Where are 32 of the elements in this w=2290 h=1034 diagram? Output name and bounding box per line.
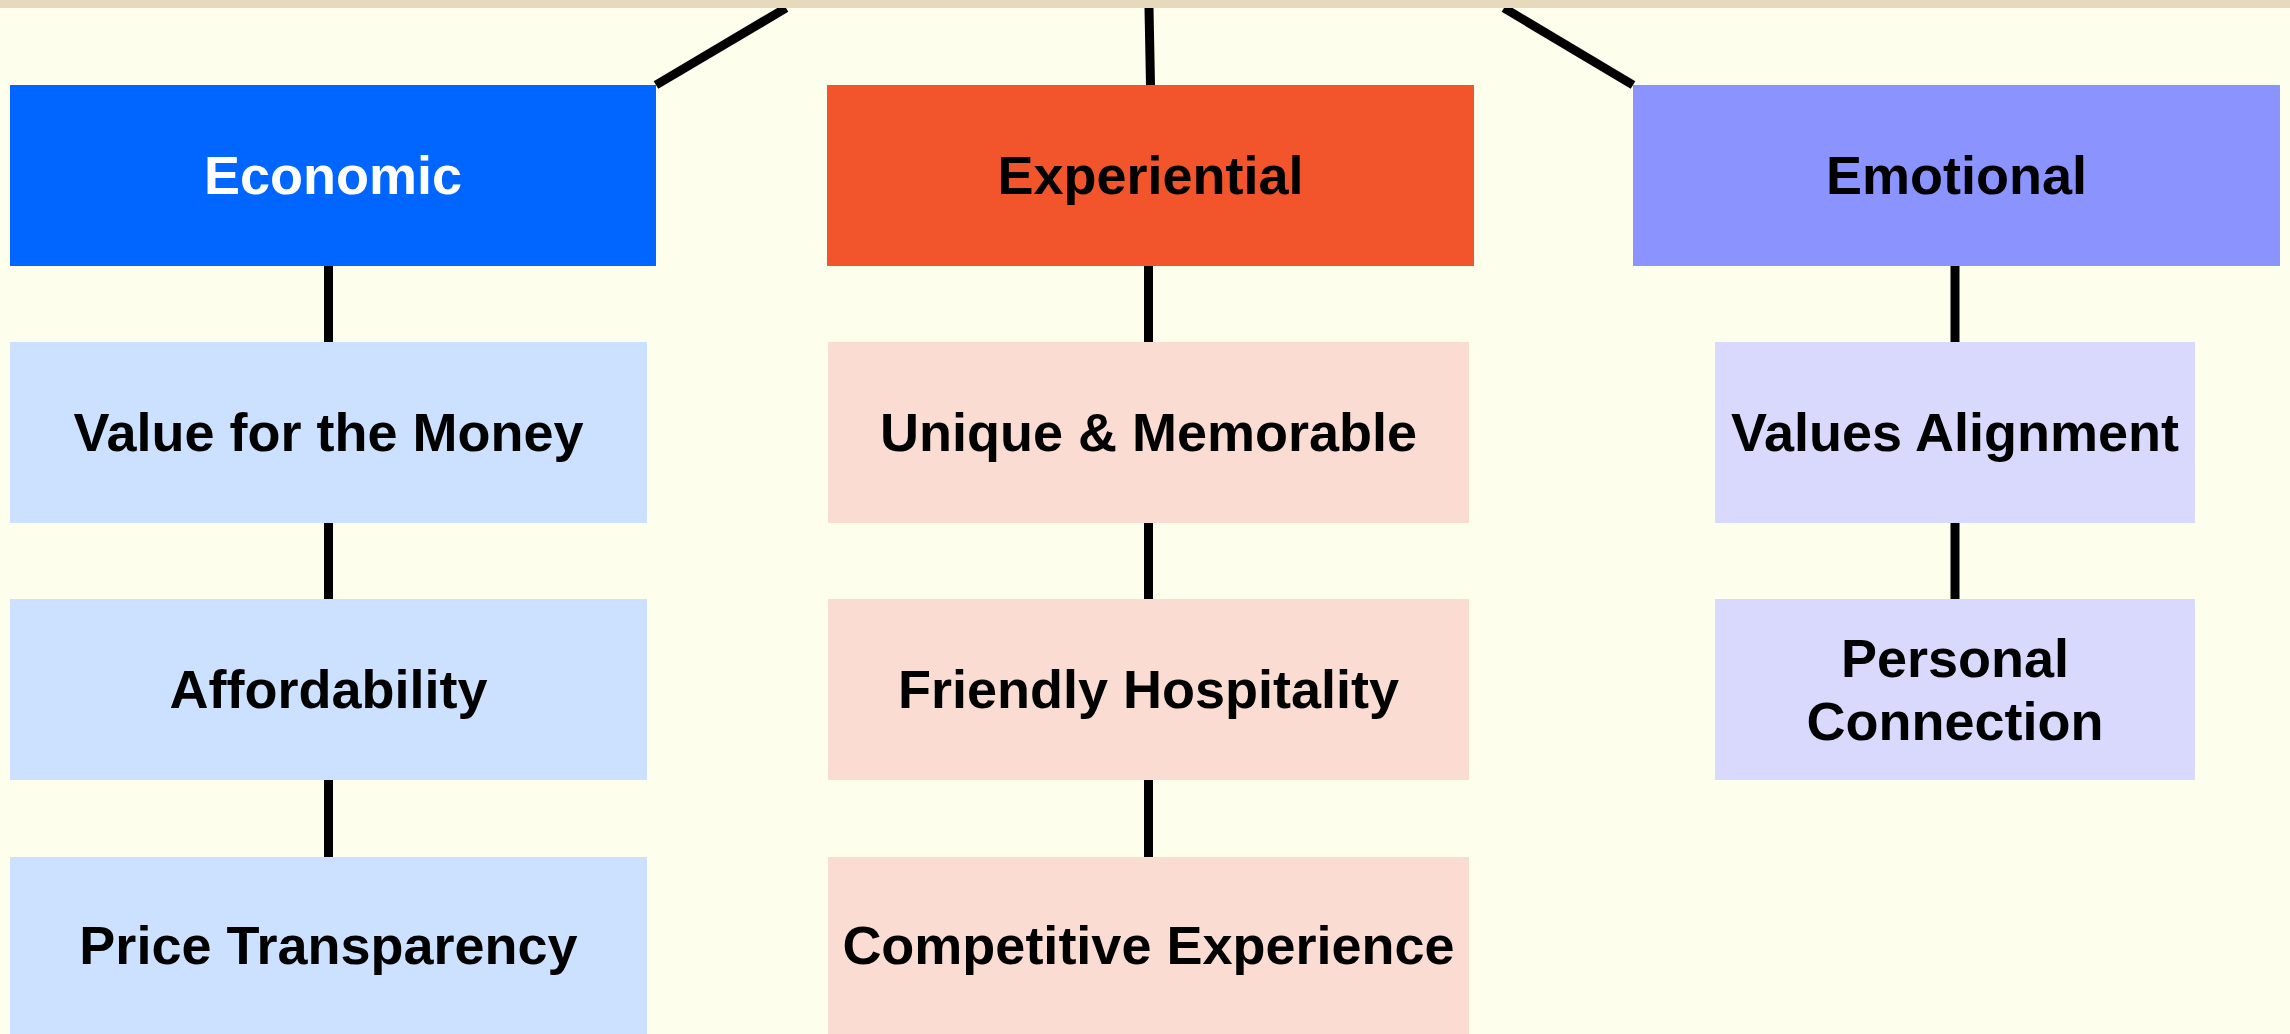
item-box	[10, 342, 647, 523]
connector-line	[1950, 266, 1960, 342]
item-box	[828, 599, 1469, 780]
category-box	[10, 85, 656, 266]
top-bar	[0, 0, 2290, 8]
item-box	[10, 599, 647, 780]
item-box	[10, 857, 647, 1034]
connector-line	[1144, 266, 1153, 342]
connector-line	[1144, 523, 1153, 599]
item-box	[828, 342, 1469, 523]
box-label: Personal Connection	[1805, 627, 2105, 752]
category-box	[827, 85, 1474, 266]
box-label: Price Transparency	[79, 914, 578, 977]
box-label: Friendly Hospitality	[897, 658, 1400, 721]
box-label: Emotional	[1826, 144, 2087, 207]
box-label: Unique & Memorable	[879, 401, 1418, 464]
connector-line	[1144, 780, 1153, 857]
box-label: Competitive Experience	[842, 914, 1455, 977]
item-box	[1715, 599, 2195, 780]
item-box	[1715, 342, 2195, 523]
connector-line	[324, 780, 333, 857]
connector-line	[324, 266, 333, 342]
connector-line	[1144, 7, 1155, 86]
box-label: Values Alignment	[1730, 401, 2180, 464]
box-label: Experiential	[997, 144, 1304, 207]
connector-line	[1950, 523, 1960, 599]
box-label: Value for the Money	[73, 401, 584, 464]
box-label: Economic	[203, 144, 463, 207]
category-box	[1633, 85, 2280, 266]
connector-line	[324, 523, 333, 599]
item-box	[828, 857, 1469, 1034]
box-label: Affordability	[169, 658, 488, 721]
